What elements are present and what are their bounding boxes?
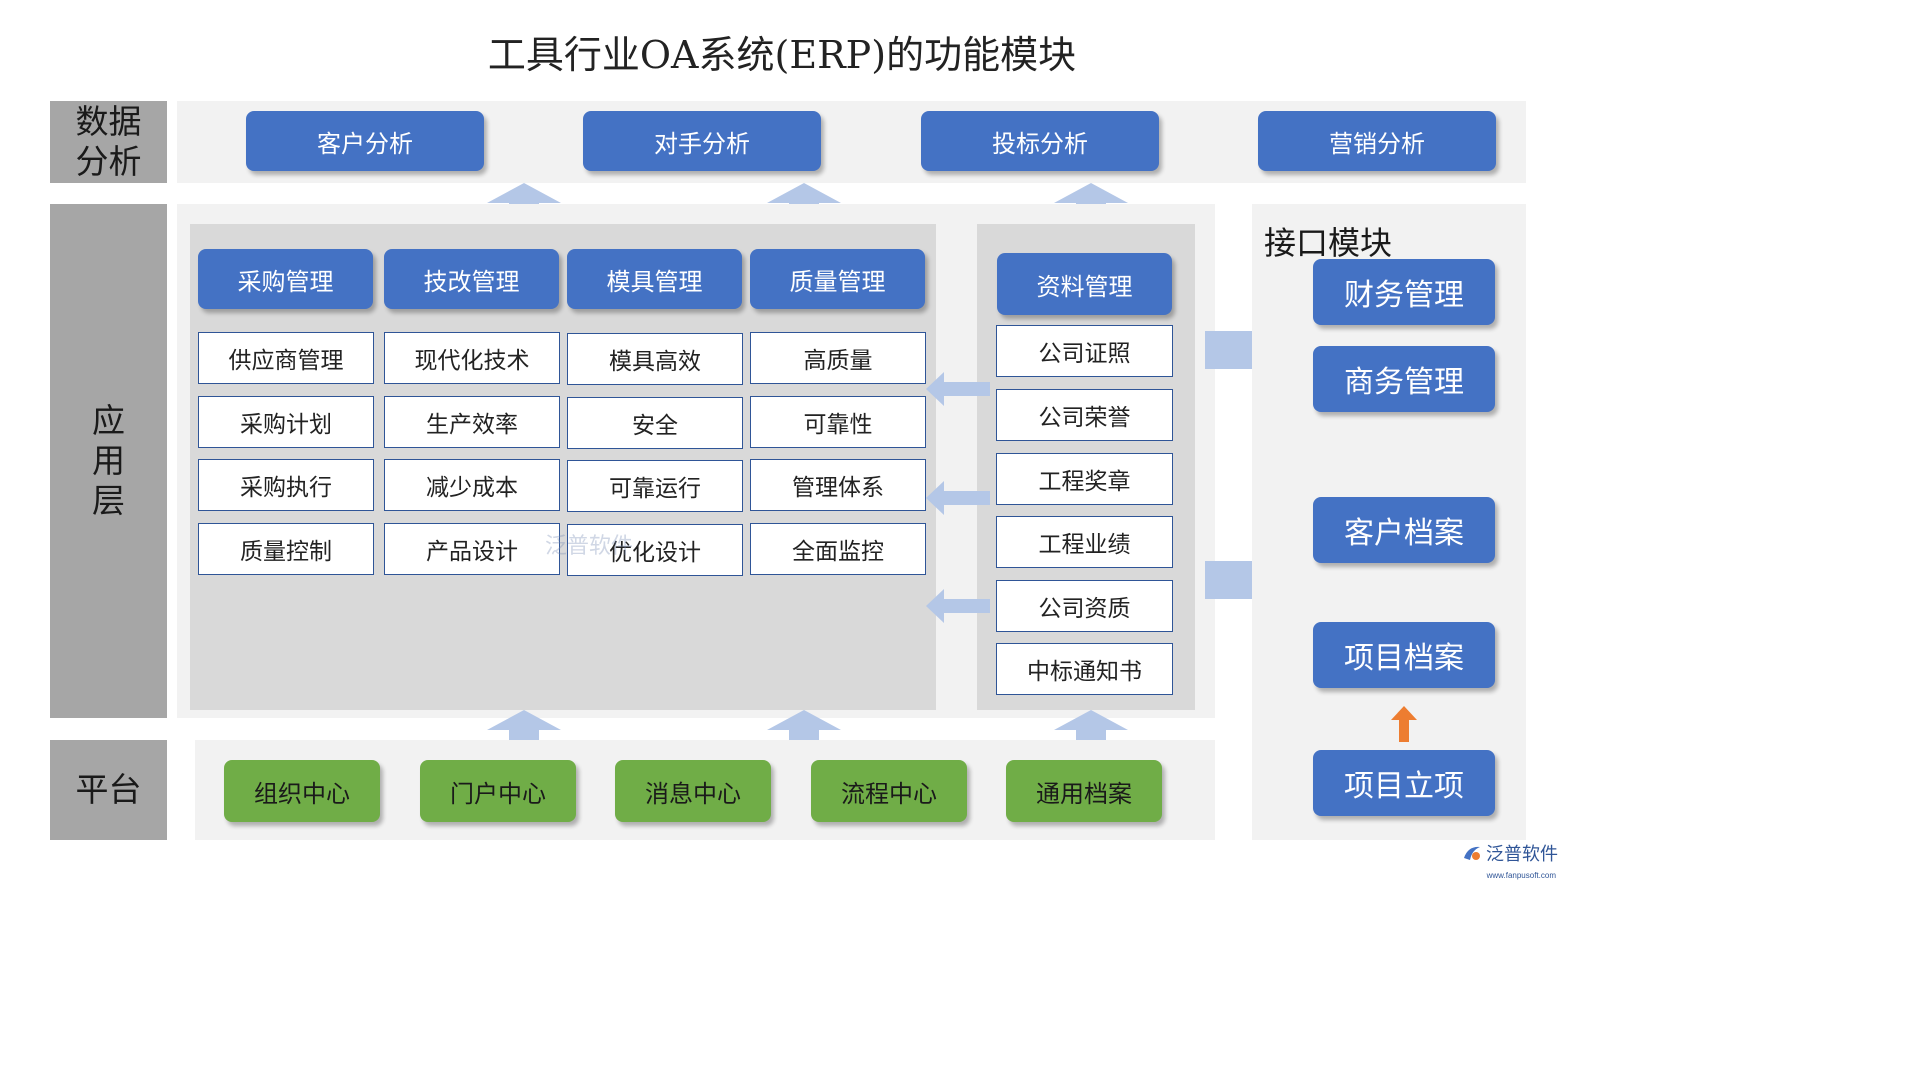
module-item: 生产效率 (384, 396, 560, 448)
module-item: 现代化技术 (384, 332, 560, 384)
module-item: 可靠性 (750, 396, 926, 448)
arrow-up-orange-icon (1391, 706, 1417, 742)
marketing-analysis-button[interactable]: 营销分析 (1258, 111, 1496, 171)
module-header-purchase[interactable]: 采购管理 (198, 249, 373, 309)
module-item: 可靠运行 (567, 460, 743, 512)
arrow-up-icon (1054, 710, 1128, 751)
module-item: 高质量 (750, 332, 926, 384)
arrow-left-icon (926, 589, 990, 623)
docs-item: 公司荣誉 (996, 389, 1173, 441)
workflow-center-button[interactable]: 流程中心 (811, 760, 967, 822)
module-item: 质量控制 (198, 523, 374, 575)
customer-archive-button[interactable]: 客户档案 (1313, 497, 1495, 563)
layer-label-application: 应 用 层 (50, 204, 167, 718)
brand-name: 泛普软件 (1486, 844, 1558, 864)
message-center-button[interactable]: 消息中心 (615, 760, 771, 822)
arrow-up-icon (487, 183, 561, 224)
competitor-analysis-button[interactable]: 对手分析 (583, 111, 821, 171)
arrow-up-icon (487, 710, 561, 751)
finance-management-button[interactable]: 财务管理 (1313, 259, 1495, 325)
module-header-mold[interactable]: 模具管理 (567, 249, 742, 309)
module-item: 供应商管理 (198, 332, 374, 384)
module-header-quality[interactable]: 质量管理 (750, 249, 925, 309)
brand-logo-icon (1464, 846, 1480, 860)
module-item: 模具高效 (567, 333, 743, 385)
arrow-left-icon (926, 372, 990, 406)
module-item: 优化设计 (567, 524, 743, 576)
arrow-up-icon (767, 183, 841, 224)
module-item: 采购计划 (198, 396, 374, 448)
watermark: 泛普软件 (545, 533, 634, 558)
module-header-tech-reform[interactable]: 技改管理 (384, 249, 559, 309)
docs-item: 公司资质 (996, 580, 1173, 632)
docs-item: 公司证照 (996, 325, 1173, 377)
module-item: 产品设计 (384, 523, 560, 575)
module-header-docs[interactable]: 资料管理 (997, 253, 1172, 315)
common-archive-button[interactable]: 通用档案 (1006, 760, 1162, 822)
page-title: 工具行业OA系统(ERP)的功能模块 (487, 33, 1077, 77)
arrow-left-icon (926, 481, 990, 515)
bidding-analysis-button[interactable]: 投标分析 (921, 111, 1159, 171)
arrow-up-icon (767, 710, 841, 751)
docs-item: 工程奖章 (996, 453, 1173, 505)
customer-analysis-button[interactable]: 客户分析 (246, 111, 484, 171)
module-item: 减少成本 (384, 459, 560, 511)
business-management-button[interactable]: 商务管理 (1313, 346, 1495, 412)
module-item: 全面监控 (750, 523, 926, 575)
module-item: 采购执行 (198, 459, 374, 511)
docs-item: 工程业绩 (996, 516, 1173, 568)
portal-center-button[interactable]: 门户中心 (420, 760, 576, 822)
arrow-up-icon (1054, 183, 1128, 224)
layer-label-data-analysis: 数据 分析 (50, 101, 167, 183)
module-item: 安全 (567, 397, 743, 449)
interface-title: 接口模块 (1264, 224, 1393, 262)
module-item: 管理体系 (750, 459, 926, 511)
project-initiation-button[interactable]: 项目立项 (1313, 750, 1495, 816)
org-center-button[interactable]: 组织中心 (224, 760, 380, 822)
brand-logo: 泛普软件 (1462, 840, 1558, 866)
project-archive-button[interactable]: 项目档案 (1313, 622, 1495, 688)
docs-item: 中标通知书 (996, 643, 1173, 695)
layer-label-platform: 平台 (50, 740, 167, 840)
brand-url: www.fanpusoft.com (1486, 871, 1556, 880)
